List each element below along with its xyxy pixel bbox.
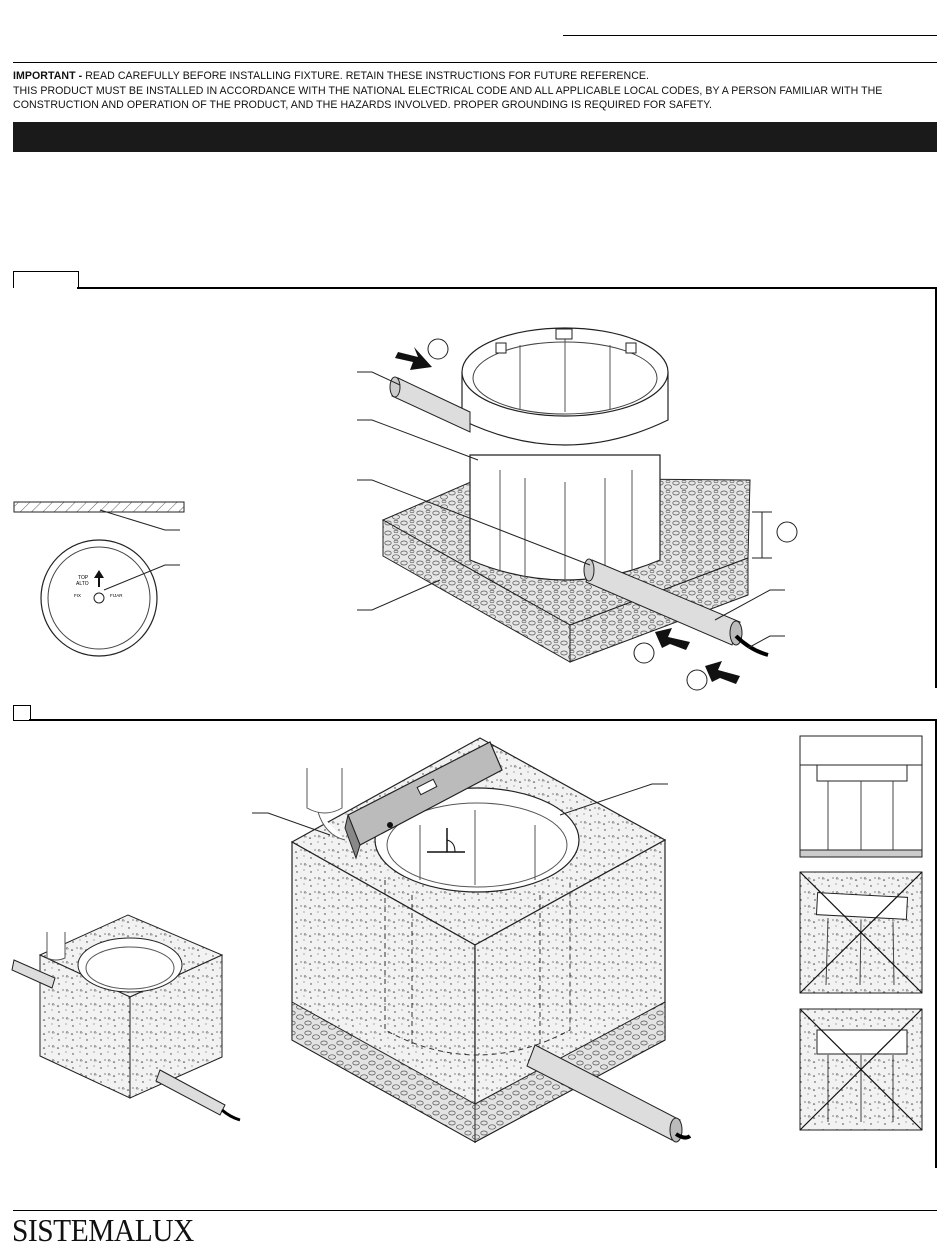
notice-line-2: THIS PRODUCT MUST BE INSTALLED IN ACCORD… (13, 84, 883, 97)
notice-line-3: CONSTRUCTION AND OPERATION OF THE PRODUC… (13, 99, 713, 111)
step-2-illustration (11, 735, 923, 1144)
step-1-illustration: TOP ALTO FIX FIJAR (13, 327, 798, 691)
step-2-rule (29, 719, 937, 721)
detail-incorrect-1 (799, 871, 923, 994)
detail-incorrect-2 (799, 1008, 923, 1131)
step-1-rule (77, 287, 937, 289)
step-2-right-rule (935, 720, 937, 1168)
top-view-left-label: FIX (74, 593, 81, 598)
detail-correct (799, 735, 923, 858)
brand-logo: SISTEMALUX (12, 1212, 194, 1248)
notice-line-1: READ CAREFULLY BEFORE INSTALLING FIXTURE… (82, 70, 650, 82)
header-rule (13, 62, 937, 63)
step-1-tab (13, 271, 79, 288)
step-1-right-rule (935, 288, 937, 688)
section-title-bar (13, 122, 937, 152)
top-view-right-label: FIJAR (110, 593, 123, 598)
important-label: IMPORTANT - (13, 70, 83, 82)
top-view-alto-label: ALTO (76, 581, 89, 587)
header-rule-top (563, 35, 937, 36)
step-2-tab (13, 705, 31, 721)
top-view-top-label: TOP (78, 575, 89, 581)
important-notice: IMPORTANT - READ CAREFULLY BEFORE INSTAL… (13, 69, 943, 113)
footer-rule (13, 1210, 937, 1211)
